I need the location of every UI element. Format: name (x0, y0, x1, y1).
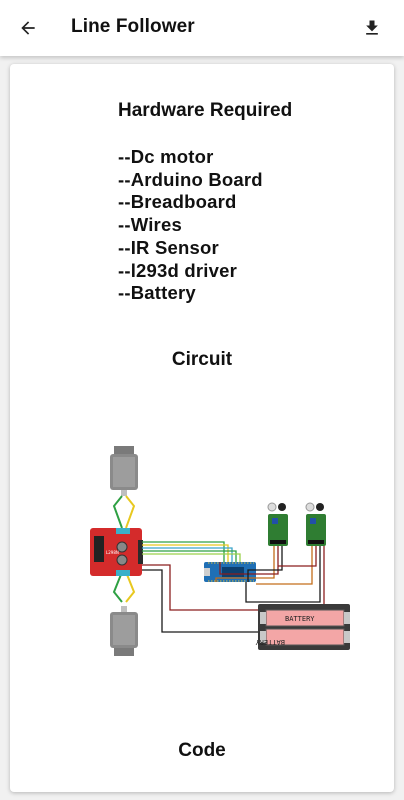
download-button[interactable] (356, 12, 388, 44)
hardware-item: --Breadboard (118, 191, 237, 213)
battery-label-bottom: BATTERY (255, 638, 285, 646)
hardware-item: --IR Sensor (118, 236, 219, 258)
dc-motor-bottom (110, 606, 138, 656)
ir-sensor-left (267, 502, 288, 546)
motor-wires (112, 495, 136, 603)
hardware-item: --Arduino Board (118, 168, 263, 190)
content-card: Hardware Required --Dc motor --Arduino B… (10, 64, 394, 792)
hardware-item: --Battery (118, 282, 196, 304)
motor-driver-board: L298N (90, 528, 143, 576)
hardware-item: --Wires (118, 214, 182, 236)
circuit-diagram: L298N (90, 446, 350, 656)
ir-sensor-right (305, 502, 326, 546)
page-title: Line Follower (71, 16, 195, 37)
app-bar: Line Follower (0, 0, 404, 56)
arrow-back-icon (21, 21, 35, 35)
code-heading: Code (178, 740, 226, 761)
driver-arduino-wires (142, 541, 266, 633)
battery-pack: BATTERY BATTERY (255, 604, 350, 650)
hardware-item: --Dc motor (118, 146, 214, 167)
download-icon (366, 20, 378, 35)
hardware-heading: Hardware Required (118, 100, 293, 121)
driver-label: L298N (106, 550, 119, 555)
arduino-board (204, 562, 256, 582)
hardware-list: --Dc motor --Arduino Board --Breadboard … (118, 146, 263, 305)
hardware-item: --l293d driver (118, 259, 237, 281)
battery-label-top: BATTERY (285, 615, 315, 623)
circuit-heading: Circuit (171, 349, 233, 370)
back-button[interactable] (12, 12, 44, 44)
dc-motor-top (110, 446, 138, 496)
